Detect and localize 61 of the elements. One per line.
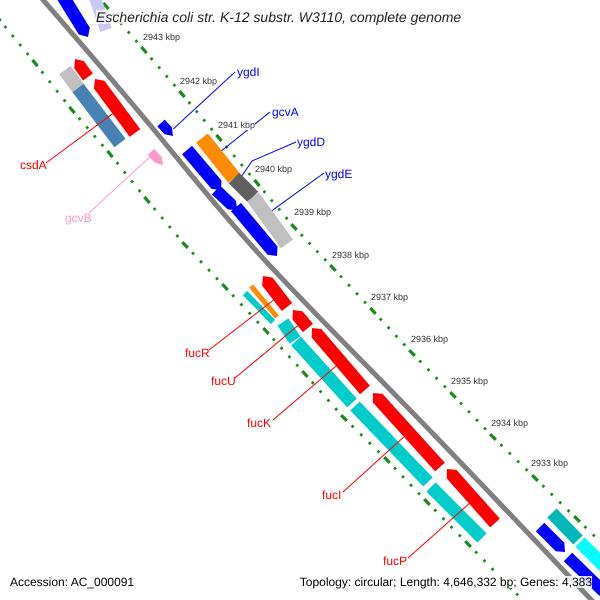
leader-line	[221, 112, 270, 152]
gene-block	[372, 393, 445, 472]
leader-line	[46, 113, 114, 164]
accession-text: Accession: AC_000091	[10, 576, 134, 588]
gene-block	[547, 508, 583, 544]
gene-block	[426, 482, 487, 543]
gene-block	[446, 469, 500, 528]
leader-line	[272, 366, 337, 420]
gene-label: ygdD	[297, 135, 326, 149]
gene-block	[212, 186, 237, 210]
leader-line	[272, 172, 324, 212]
tick-label: 2941 kbp	[218, 121, 256, 130]
gene-label: fucI	[322, 488, 342, 502]
leader-line	[242, 142, 296, 176]
gene-label: gcvA	[272, 105, 299, 119]
gene-block	[249, 284, 279, 319]
tick-label: 2939 kbp	[294, 208, 332, 217]
leader-line	[408, 503, 470, 558]
title: Escherichia coli str. K-12 substr. W3110, complete genome	[96, 10, 462, 24]
gene-label: fucP	[383, 554, 408, 568]
gene-block	[59, 66, 84, 92]
tick-label: 2937 kbp	[371, 293, 408, 302]
gene-block	[536, 522, 565, 552]
tick-label: 2942 kbp	[180, 77, 218, 86]
gene-block	[196, 133, 240, 183]
gene-block	[246, 192, 294, 248]
tick-label: 2934 kbp	[491, 419, 528, 428]
leader-line	[234, 325, 298, 378]
gene-block	[350, 402, 433, 486]
gene-block	[94, 79, 140, 137]
gene-block	[292, 310, 313, 332]
gene-label: ygdI	[237, 65, 260, 79]
leader-line	[342, 436, 404, 492]
gene-block	[148, 148, 163, 165]
gene-label: fucU	[211, 374, 236, 388]
gene-label: gcvB	[65, 211, 92, 225]
gene-block	[262, 276, 292, 311]
leader-line	[88, 156, 150, 214]
gene-label: ygdE	[325, 167, 352, 181]
gene-label: csdA	[20, 158, 47, 172]
tick-label: 2936 kbp	[411, 335, 448, 344]
tick-label: 2943 kbp	[143, 33, 180, 42]
gene-block	[157, 120, 173, 136]
tick-label: 2938 kbp	[332, 251, 370, 260]
tick-label: 2935 kbp	[451, 377, 488, 386]
gene-block	[291, 336, 357, 408]
gene-label: fucK	[247, 416, 272, 430]
gene-block	[74, 59, 93, 81]
gene-block	[312, 328, 370, 394]
leader-line	[208, 300, 274, 350]
gene-block	[231, 202, 278, 256]
gene-block	[182, 146, 222, 190]
gene-block	[242, 290, 276, 324]
leader-line	[172, 72, 236, 130]
tick-label: 2940 kbp	[255, 165, 292, 174]
gene-label: fucR	[185, 346, 210, 360]
genome-info-text: Topology: circular; Length: 4,646,332 bp; Genes: 4,383	[300, 576, 592, 588]
gene-block	[72, 84, 126, 148]
gene-block	[278, 318, 300, 344]
tick-label: 2933 kbp	[531, 459, 568, 468]
gene-block	[56, 0, 90, 37]
